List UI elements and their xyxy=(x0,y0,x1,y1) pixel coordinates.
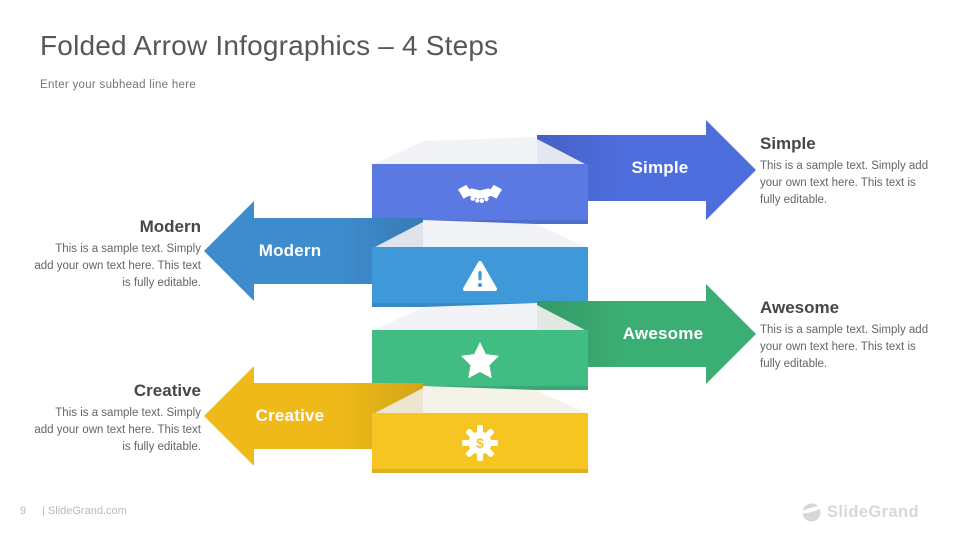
creative-arrow-label: Creative xyxy=(255,406,325,425)
page-title: Folded Arrow Infographics – 4 Steps xyxy=(40,30,499,61)
page-number: 9 xyxy=(20,505,27,517)
svg-text:$: $ xyxy=(476,435,484,451)
simple-fold-triangle xyxy=(537,139,585,164)
brand-globe-icon xyxy=(802,503,821,522)
modern-bar-edge xyxy=(372,303,588,307)
brand-logo: SlideGrand xyxy=(802,503,919,522)
awesome-bar-edge xyxy=(372,386,588,390)
simple-arrow-label: Simple xyxy=(631,158,689,177)
creative-body: This is a sample text. Simply add your o… xyxy=(34,407,201,453)
warning-icon xyxy=(463,261,497,291)
creative-bar-edge xyxy=(372,469,588,473)
awesome-body: This is a sample text. Simply add your o… xyxy=(760,324,929,370)
modern-arrow-label: Modern xyxy=(258,241,322,260)
modern-arrow-head xyxy=(204,201,254,301)
awesome-arrow-head xyxy=(706,284,756,384)
simple-bar-edge xyxy=(372,220,588,224)
creative-back-flap xyxy=(423,386,586,413)
modern-fold-triangle xyxy=(375,222,423,247)
modern-heading: Modern xyxy=(139,217,201,236)
subhead: Enter your subhead line here xyxy=(40,79,197,91)
awesome-back-flap xyxy=(374,303,537,330)
star-icon xyxy=(461,342,499,379)
creative-heading: Creative xyxy=(133,381,201,400)
creative-fold-triangle xyxy=(375,388,423,413)
simple-arrow-head xyxy=(706,120,756,220)
footer-site-link: | SlideGrand.com xyxy=(42,505,127,517)
brand-name: SlideGrand xyxy=(827,503,920,521)
modern-back-flap xyxy=(423,220,586,247)
awesome-heading: Awesome xyxy=(760,298,840,317)
handshake-icon xyxy=(458,184,502,204)
awesome-arrow-label: Awesome xyxy=(622,324,704,343)
creative-arrow-head xyxy=(204,366,254,466)
modern-body: This is a sample text. Simply add your o… xyxy=(34,243,201,289)
gear-dollar-icon: $ xyxy=(462,425,498,461)
simple-back-flap xyxy=(374,137,537,164)
simple-body: This is a sample text. Simply add your o… xyxy=(760,160,929,206)
simple-heading: Simple xyxy=(760,134,816,153)
awesome-fold-triangle xyxy=(537,305,585,330)
simple-arrow-group xyxy=(372,120,756,224)
